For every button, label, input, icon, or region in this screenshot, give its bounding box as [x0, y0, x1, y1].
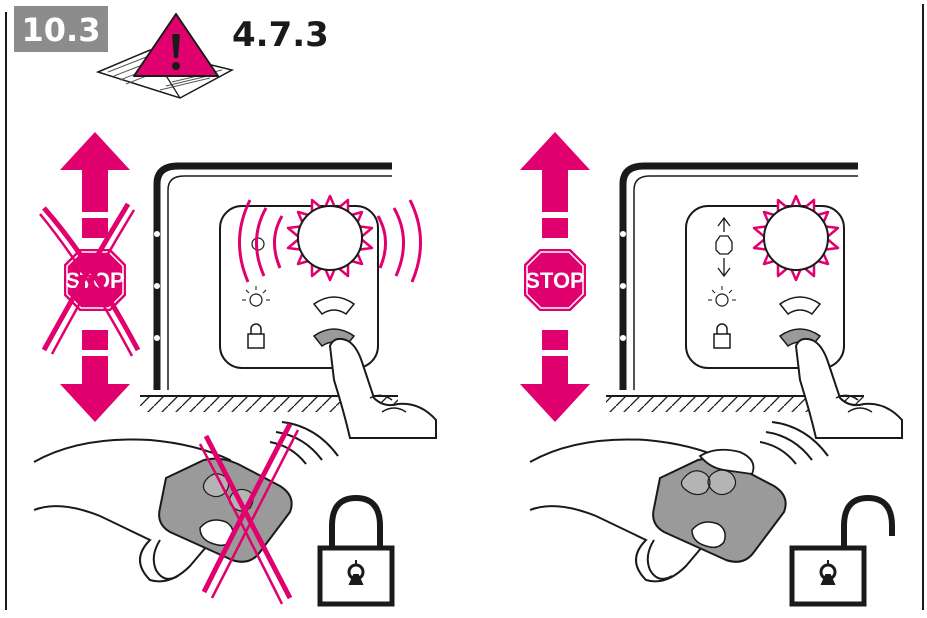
- stop-sign-text: STOP: [525, 268, 585, 293]
- control-panel: [220, 196, 421, 368]
- control-panel: [686, 196, 844, 368]
- step-badge: 10.3: [14, 6, 108, 52]
- step-number: 10.3: [22, 11, 101, 49]
- reference-section: 4.7.3: [232, 15, 329, 55]
- right-panel: STOP: [520, 132, 902, 604]
- padlock-unlocked-icon: [792, 498, 892, 604]
- stop-sign: STOP: [523, 248, 587, 312]
- left-panel: STOP: [34, 132, 436, 604]
- remote-in-hand: [530, 422, 828, 581]
- pressing-hand: [796, 339, 902, 438]
- pressing-hand: [330, 339, 436, 438]
- padlock-locked-icon: [320, 498, 392, 604]
- remote-in-hand: [34, 422, 338, 604]
- manual-warning-icon: [98, 14, 232, 98]
